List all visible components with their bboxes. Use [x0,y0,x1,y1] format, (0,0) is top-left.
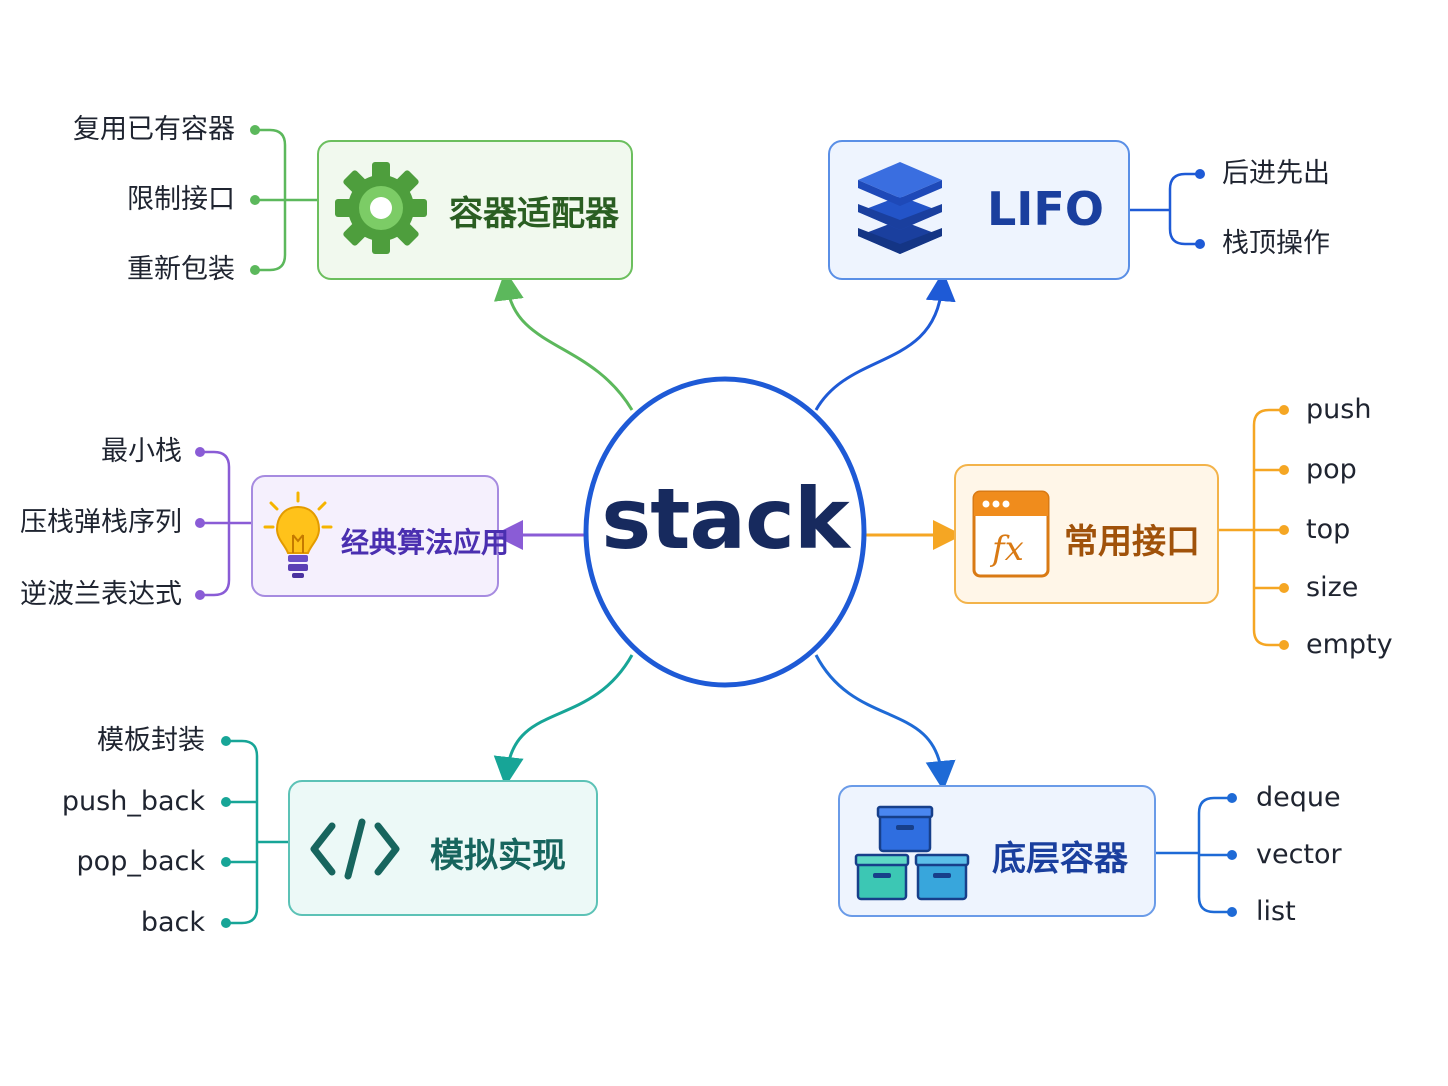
leaf-underlying-1: deque [1256,782,1341,813]
node-adapter-title: 容器适配器 [449,194,619,234]
leaf-interface-4: size [1306,572,1359,603]
connector-underlying [814,654,956,791]
node-simulate[interactable]: 模拟实现 [288,780,598,916]
node-lifo-title: LIFO [987,182,1104,236]
leaf-simulate-4: back [140,907,205,938]
leaf-adapter-1: 复用已有容器 [73,114,235,145]
svg-text:fx: fx [989,529,1024,569]
node-interface[interactable]: fx 常用接口 [954,464,1219,604]
node-underlying-title: 底层容器 [992,839,1128,879]
leaf-underlying-3: list [1256,896,1296,927]
leaf-interface-5: empty [1306,629,1393,660]
code-brackets-icon [310,818,400,880]
lightbulb-icon [263,491,333,578]
center-node-label: stack [601,470,850,568]
node-interface-title: 常用接口 [1064,522,1200,562]
gear-icon [335,162,427,254]
leaf-adapter-2: 限制接口 [127,184,235,215]
node-simulate-title: 模拟实现 [430,836,566,876]
leaf-interface-2: pop [1306,454,1357,485]
leaf-lifo-1: 后进先出 [1222,158,1330,189]
connector-lifo [814,271,956,411]
leaf-interface-3: top [1306,514,1351,545]
leaf-simulate-2: push_back [61,786,205,817]
center-node-ring [583,376,867,688]
node-classic[interactable]: 经典算法应用 [251,475,509,597]
leaf-underlying-2: vector [1256,839,1342,870]
node-adapter[interactable]: 容器适配器 [317,140,633,280]
leaf-classic-3: 逆波兰表达式 [20,579,182,610]
node-classic-title: 经典算法应用 [341,526,510,559]
storage-boxes-icon [854,805,970,901]
function-window-icon: fx [972,490,1050,578]
leaf-interface-1: push [1306,394,1372,425]
node-underlying[interactable]: 底层容器 [838,785,1156,917]
leaf-classic-2: 压栈弹栈序列 [20,507,182,538]
connector-adapter [493,270,634,411]
node-lifo[interactable]: LIFO [828,140,1130,280]
leaf-lifo-2: 栈顶操作 [1222,228,1330,259]
leaf-simulate-3: pop_back [76,846,205,877]
leaf-simulate-1: 模板封装 [97,725,205,756]
leaf-classic-1: 最小栈 [101,436,182,467]
leaf-adapter-3: 重新包装 [127,254,235,285]
layers-icon [858,162,942,254]
connector-simulate [493,654,634,787]
